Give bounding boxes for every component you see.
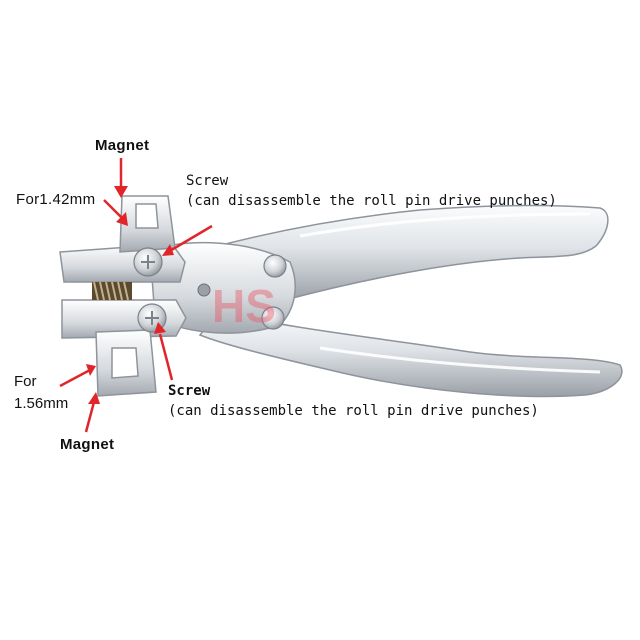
label-for-142: For1.42mm (16, 191, 96, 208)
label-screw-bottom-note: (can disassemble the roll pin drive punc… (168, 403, 539, 419)
pivot-plate (149, 241, 296, 334)
watermark-logo: HS (212, 280, 276, 332)
pivot-bolt (197, 283, 211, 297)
top-screw (133, 247, 163, 277)
label-magnet-bottom: Magnet (60, 436, 115, 453)
lower-punch-holder (95, 329, 157, 397)
label-screw-top-note: (can disassemble the roll pin drive punc… (186, 193, 557, 209)
rivet-lower (261, 306, 285, 330)
label-for-156-line2: 1.56mm (14, 395, 69, 412)
rivet-upper (263, 254, 287, 278)
annotation-arrows (59, 158, 213, 433)
label-magnet-top: Magnet (95, 137, 150, 154)
label-screw-top-title: Screw (186, 173, 229, 189)
label-screw-bottom-title: Screw (168, 383, 211, 399)
upper-punch-holder (119, 195, 176, 253)
spring (92, 281, 132, 301)
lower-handle (198, 311, 623, 398)
label-for-156-line1: For (14, 373, 37, 390)
